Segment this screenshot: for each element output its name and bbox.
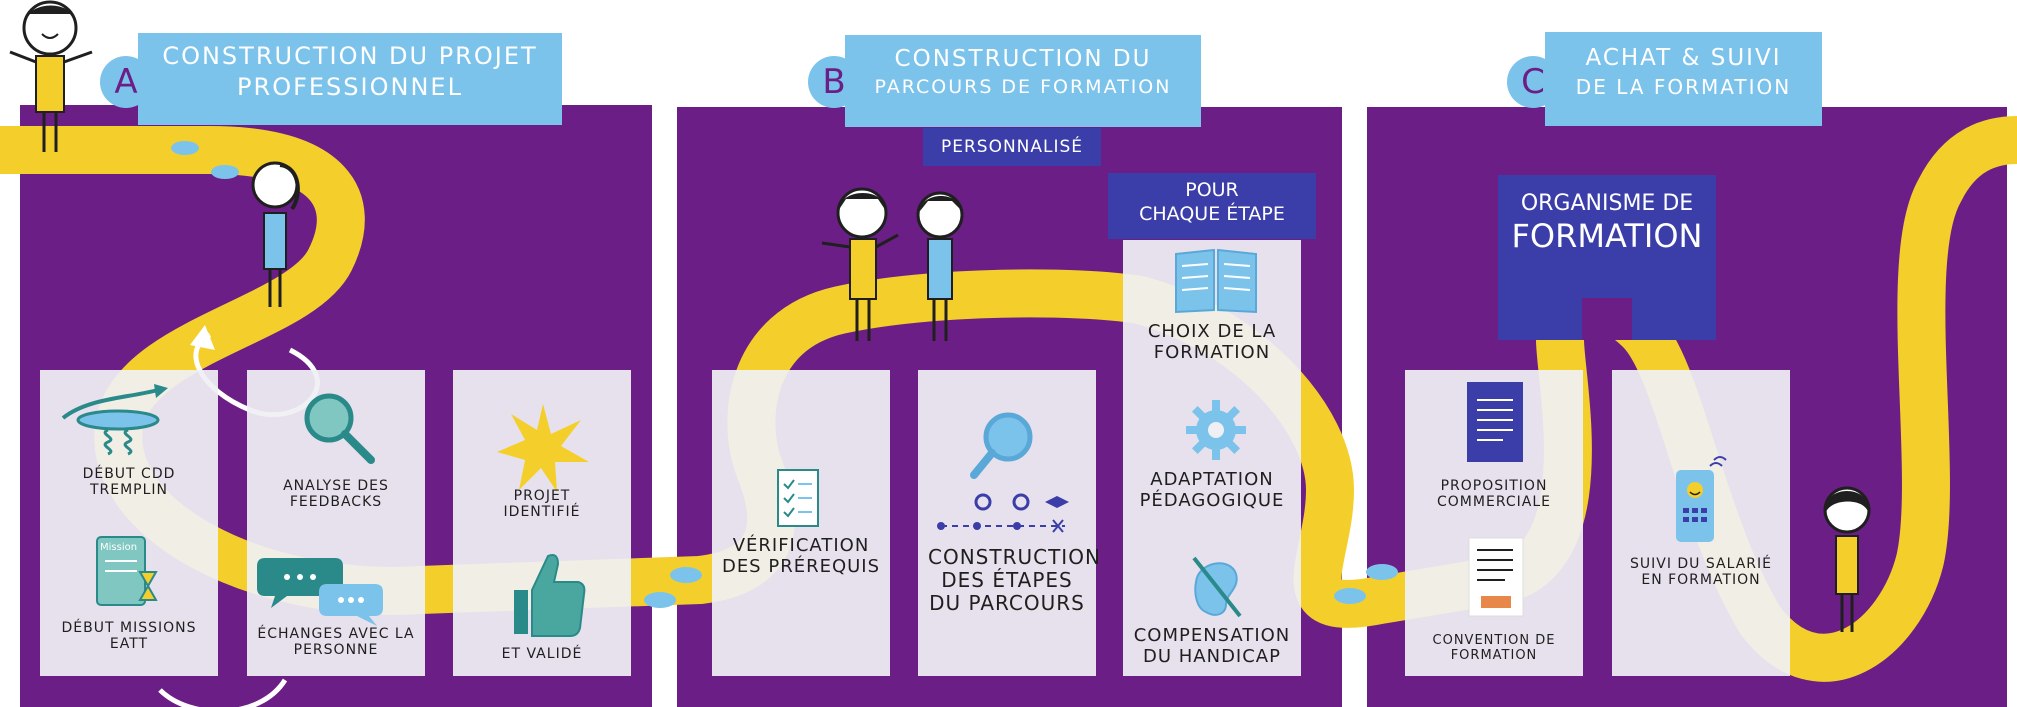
section-b-title-line1: CONSTRUCTION DU: [894, 46, 1152, 72]
echanges-label: ÉCHANGES AVEC LA PERSONNE: [257, 626, 415, 659]
thumbs-up-icon: [514, 554, 586, 637]
magnifier-icon-b: [970, 412, 1033, 479]
person-waving-icon: [9, 0, 93, 152]
organisme-line1: ORGANISME DE: [1520, 191, 1694, 216]
card-debut: DÉBUT CDD TREMPLIN Mission DÉBUT MISSION…: [40, 370, 218, 676]
mission-tag-label: Mission: [100, 542, 138, 553]
organisme-line2: FORMATION: [1511, 217, 1703, 256]
section-b-subtitle: PERSONNALISÉ: [923, 128, 1101, 166]
projet-label: PROJET IDENTIFIÉ: [503, 488, 581, 521]
verification-label: VÉRIFICATION DES PRÉREQUIS: [721, 535, 881, 577]
card-verification: VÉRIFICATION DES PRÉREQUIS: [712, 370, 890, 676]
card-suivi: SUIVI DU SALARIÉ EN FORMATION: [1612, 370, 1790, 676]
magnifier-icon: [304, 393, 375, 464]
construction-label: CONSTRUCTION DES ÉTAPES DU PARCOURS: [928, 545, 1101, 615]
open-book-icon: [1175, 248, 1257, 314]
section-a-title: CONSTRUCTION DU PROJET PROFESSIONNEL: [138, 33, 562, 125]
card-analyse: ANALYSE DES FEEDBACKS ÉCHANGES AVEC LA P…: [247, 370, 425, 676]
hourglass-icon: [138, 571, 158, 601]
debut-cdd-label: DÉBUT CDD TREMPLIN: [82, 466, 176, 499]
crossed-ear-icon: [1192, 556, 1242, 618]
organisme-de-formation-box: ORGANISME DE FORMATION: [1498, 175, 1716, 295]
proposition-label: PROPOSITION COMMERCIALE: [1437, 478, 1551, 511]
choix-label: CHOIX DE LA FORMATION: [1147, 321, 1277, 363]
suivi-label: SUIVI DU SALARIÉ EN FORMATION: [1629, 556, 1773, 589]
person-walking-icon: [251, 161, 300, 307]
checklist-icon: [777, 469, 819, 527]
card-projet: PROJET IDENTIFIÉ ET VALIDÉ: [453, 370, 631, 676]
milestones-icon: [937, 493, 1069, 533]
card-construction: CONSTRUCTION DES ÉTAPES DU PARCOURS: [918, 370, 1101, 676]
compensation-label: COMPENSATION DU HANDICAP: [1133, 625, 1291, 667]
section-a-title-line1: CONSTRUCTION DU PROJET: [162, 42, 538, 70]
section-c-title-line2: DE LA FORMATION: [1575, 74, 1792, 99]
convention-label: CONVENTION DE FORMATION: [1432, 633, 1556, 663]
pour-chaque-etape-box: POUR CHAQUE ÉTAPE: [1108, 173, 1316, 239]
contract-document-icon: [1467, 382, 1523, 462]
speech-bubbles-icon: [257, 558, 383, 626]
card-proposition: PROPOSITION COMMERCIALE CONVENTION DE FO…: [1405, 370, 1583, 676]
smartphone-icon: [1676, 456, 1727, 542]
signed-convention-icon: [1468, 537, 1524, 617]
valide-label: ET VALIDÉ: [501, 646, 583, 662]
person-thinking-icon: [1823, 486, 1871, 632]
adaptation-label: ADAPTATION PÉDAGOGIQUE: [1139, 469, 1285, 511]
pour-chaque-line2: CHAQUE ÉTAPE: [1139, 202, 1285, 225]
two-people-icon: [821, 187, 964, 341]
analyse-label: ANALYSE DES FEEDBACKS: [283, 478, 389, 511]
section-c-title-line1: ACHAT & SUIVI: [1585, 45, 1782, 71]
star-burst-icon: [497, 404, 589, 492]
organisme-door: [1582, 298, 1632, 340]
pour-chaque-line1: POUR: [1185, 179, 1239, 201]
debut-missions-label: DÉBUT MISSIONS EATT: [61, 620, 197, 653]
section-c-title: ACHAT & SUIVI DE LA FORMATION: [1545, 32, 1822, 126]
section-b-title: CONSTRUCTION DU PARCOURS DE FORMATION: [845, 35, 1201, 127]
section-a-title-line2: PROFESSIONNEL: [237, 73, 463, 102]
section-b-title-line2: PARCOURS DE FORMATION: [874, 75, 1172, 98]
springboard-icon: [61, 384, 168, 456]
gear-icon: [1186, 400, 1246, 460]
